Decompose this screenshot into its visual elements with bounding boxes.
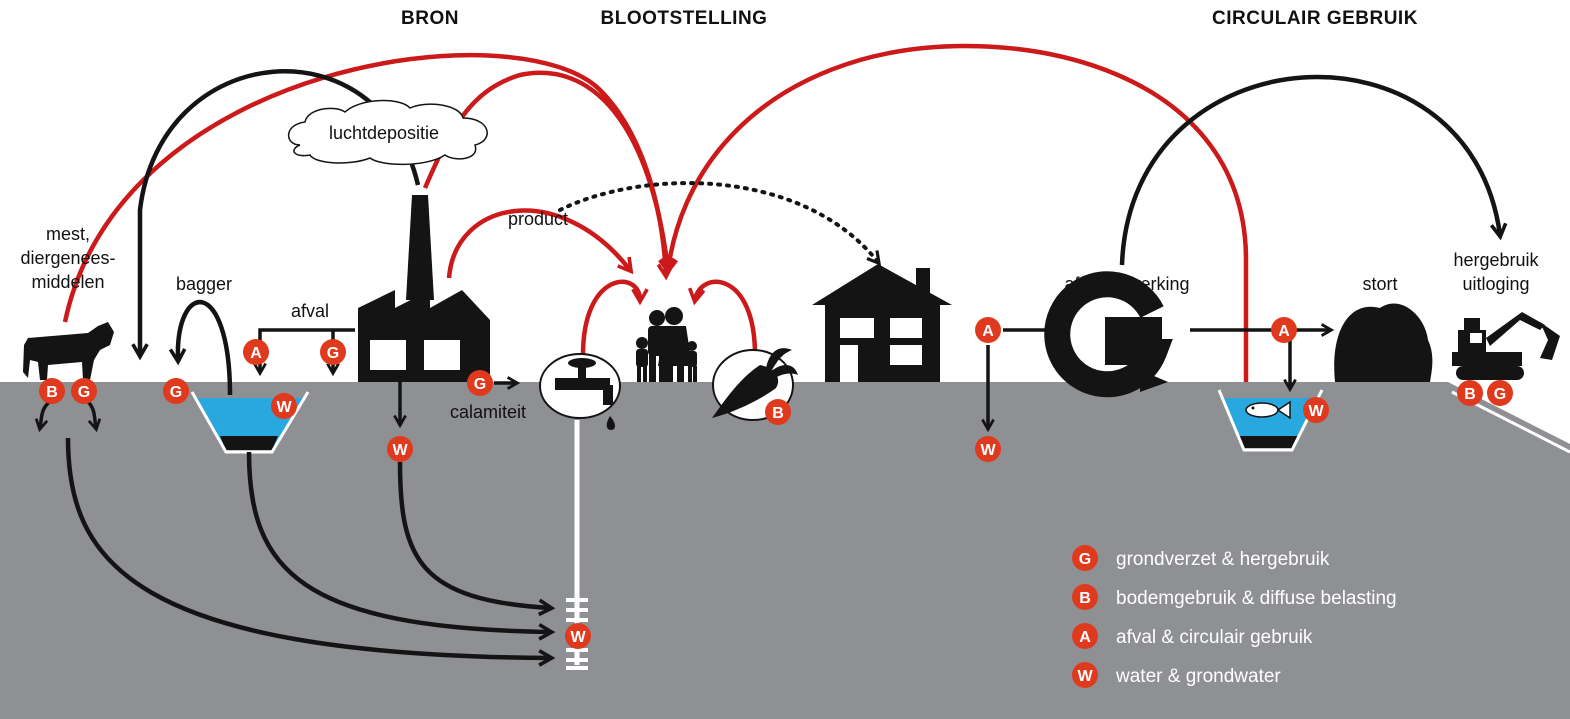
svg-text:W: W <box>980 442 996 459</box>
badge-excavator-g: G <box>1487 380 1513 406</box>
arrow-gw-basin <box>246 451 556 641</box>
factory-icon <box>358 195 490 382</box>
label-hergebruik: hergebruik <box>1453 250 1539 270</box>
well-icon <box>566 598 588 670</box>
svg-text:G: G <box>1079 551 1091 568</box>
ground-area <box>0 382 1570 719</box>
arc-black-recycling-to-reuse <box>1119 74 1508 266</box>
label-uitloging: uitloging <box>1462 274 1529 294</box>
cloud-icon <box>287 99 488 166</box>
arrow-gw-cow <box>65 437 556 667</box>
header-bron: BRON <box>401 8 459 29</box>
svg-text:G: G <box>170 384 182 401</box>
svg-text:W: W <box>392 442 408 459</box>
legend-item-b: B bodemgebruik & diffuse belasting <box>1072 584 1397 610</box>
svg-text:A: A <box>1079 629 1091 646</box>
arc-dotted-to-house <box>558 181 882 266</box>
badge-bagger-g: G <box>163 378 189 404</box>
svg-text:W: W <box>276 399 292 416</box>
recycling-g-icon <box>1044 271 1173 398</box>
badge-cow-g: G <box>71 378 97 404</box>
badge-afval-g: G <box>320 339 346 365</box>
label-afval: afval <box>291 301 329 321</box>
header-blootstelling: BLOOTSTELLING <box>601 8 768 29</box>
family-icon <box>636 307 697 382</box>
arc-red-tap-to-family <box>580 279 649 356</box>
badge-house-w: W <box>975 436 1001 462</box>
svg-text:W: W <box>1077 668 1093 685</box>
arrow-gw-factory <box>397 461 556 617</box>
svg-text:W: W <box>1308 403 1324 420</box>
excavator-icon <box>1452 312 1560 380</box>
svg-text:A: A <box>1278 323 1290 340</box>
label-calamiteit: calamiteit <box>450 402 526 422</box>
label-mest-line1: mest, <box>46 224 90 244</box>
house-icon <box>812 264 952 382</box>
label-product: product <box>508 209 568 229</box>
legend: G grondverzet & hergebruik B bodemgebrui… <box>1072 545 1397 688</box>
svg-text:A: A <box>250 345 262 362</box>
svg-text:afval & circulair gebruik: afval & circulair gebruik <box>1116 627 1313 648</box>
svg-text:G: G <box>474 376 486 393</box>
legend-item-g: G grondverzet & hergebruik <box>1072 545 1330 571</box>
legend-item-w: W water & grondwater <box>1072 662 1281 688</box>
arrow-bagger-loop <box>168 300 233 396</box>
badge-cow-b: B <box>39 378 65 404</box>
arc-red-waste-to-family <box>660 43 1249 382</box>
label-luchtdepositie: luchtdepositie <box>329 123 439 143</box>
arc-red-carrot-to-family <box>688 279 758 356</box>
badge-landfill-a: A <box>1271 317 1297 343</box>
svg-text:water & grondwater: water & grondwater <box>1115 666 1281 687</box>
svg-text:A: A <box>982 323 994 340</box>
svg-text:bodemgebruik & diffuse belasti: bodemgebruik & diffuse belasting <box>1116 588 1397 609</box>
svg-text:W: W <box>570 629 586 646</box>
svg-text:B: B <box>46 384 58 401</box>
badge-house-a: A <box>975 317 1001 343</box>
badge-calamiteit-g: G <box>467 370 493 396</box>
label-mest-line2: diergenees- <box>20 248 115 268</box>
badge-afval-a: A <box>243 339 269 365</box>
label-bagger: bagger <box>176 274 232 294</box>
badge-well-w: W <box>565 623 591 649</box>
cow-icon <box>23 322 114 380</box>
label-mest-line3: middelen <box>31 272 104 292</box>
badge-factory-w: W <box>387 436 413 462</box>
arc-red-mest-to-family <box>62 52 675 323</box>
badge-carrot-b: B <box>765 399 791 425</box>
svg-text:B: B <box>772 405 784 422</box>
svg-text:B: B <box>1464 386 1476 403</box>
svg-text:grondverzet & hergebruik: grondverzet & hergebruik <box>1116 549 1330 570</box>
legend-item-a: A afval & circulair gebruik <box>1072 623 1313 649</box>
badge-pond-w: W <box>1303 397 1329 423</box>
badge-excavator-b: B <box>1457 380 1483 406</box>
svg-text:G: G <box>327 345 339 362</box>
svg-text:G: G <box>1494 386 1506 403</box>
arc-red-product <box>446 208 634 279</box>
svg-text:G: G <box>78 384 90 401</box>
badge-basin-w: W <box>271 393 297 419</box>
label-stort: stort <box>1362 274 1397 294</box>
tap-icon <box>539 353 621 430</box>
fish-icon <box>1245 400 1291 420</box>
landfill-icon <box>1334 303 1433 382</box>
svg-text:B: B <box>1079 590 1091 607</box>
header-circulair-gebruik: CIRCULAIR GEBRUIK <box>1212 8 1418 29</box>
